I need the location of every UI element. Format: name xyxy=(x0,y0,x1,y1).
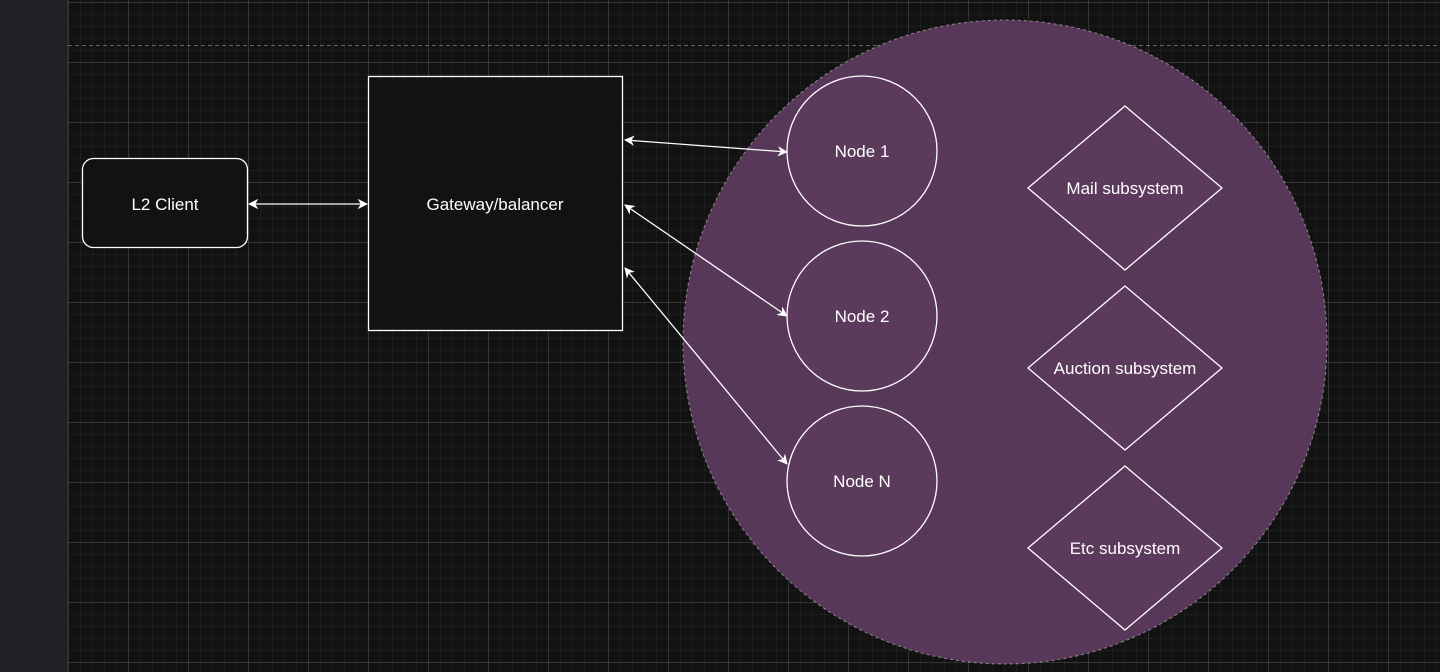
cluster-circle[interactable] xyxy=(682,19,1328,665)
auction-subsystem-label: Auction subsystem xyxy=(1054,359,1197,378)
node-n-label: Node N xyxy=(833,472,891,491)
connector-gateway-node-1[interactable] xyxy=(623,135,789,157)
connector-gateway-node-n[interactable] xyxy=(624,267,788,465)
gateway-label: Gateway/balancer xyxy=(426,195,563,214)
mail-subsystem-shape[interactable]: Mail subsystem xyxy=(1026,105,1224,271)
etc-subsystem-shape[interactable]: Etc subsystem xyxy=(1026,465,1224,631)
node-2-shape[interactable]: Node 2 xyxy=(786,240,938,392)
node-1-label: Node 1 xyxy=(835,142,890,161)
node-2-label: Node 2 xyxy=(835,307,890,326)
left-sidebar-panel xyxy=(0,0,68,672)
node-1-shape[interactable]: Node 1 xyxy=(786,75,938,227)
client-label: L2 Client xyxy=(131,195,198,214)
auction-subsystem-shape[interactable]: Auction subsystem xyxy=(1026,285,1224,451)
client-shape[interactable]: L2 Client xyxy=(81,157,249,249)
mail-subsystem-label: Mail subsystem xyxy=(1066,179,1183,198)
node-n-shape[interactable]: Node N xyxy=(786,405,938,557)
gateway-shape[interactable]: Gateway/balancer xyxy=(367,75,624,332)
etc-subsystem-label: Etc subsystem xyxy=(1070,539,1181,558)
